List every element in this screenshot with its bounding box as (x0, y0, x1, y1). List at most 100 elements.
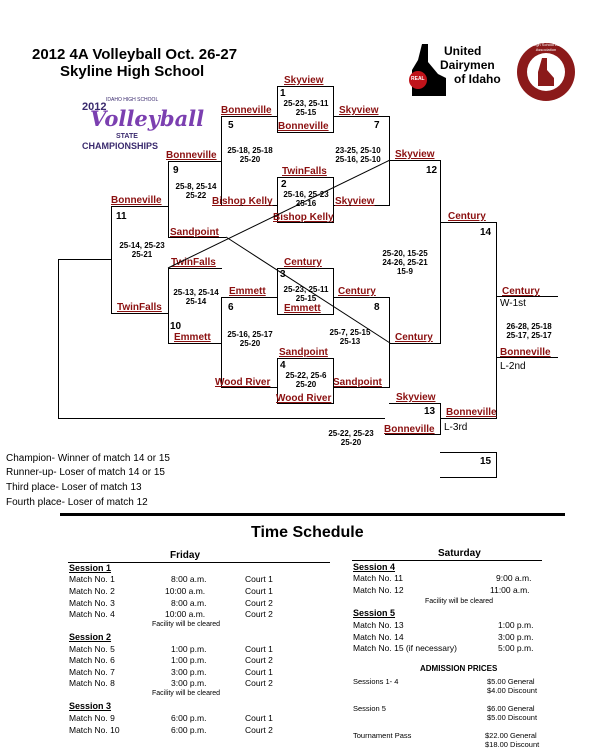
bracket-line (277, 268, 334, 269)
bracket-m4-score_a: 25-22, 25-6 (285, 371, 327, 380)
m7-team-bottom: Skyview (335, 196, 375, 207)
bracket-line (333, 116, 390, 117)
bracket-cross-lines (167, 159, 391, 344)
bracket-m13-num: 13 (424, 406, 436, 417)
bracket-m12-top: Skyview (395, 149, 435, 160)
bracket-line (221, 297, 222, 388)
bracket-m14-bottom: Bonneville (446, 407, 497, 418)
schedule-friday-sessions-0-rows-0-court: Court 1 (245, 574, 273, 584)
bracket-line (496, 452, 497, 478)
bracket-m13-bottom: Bonneville (384, 424, 435, 435)
bracket-line (333, 86, 334, 133)
schedule-friday-sessions-0-rows-3-match: Match No. 4 (69, 609, 115, 619)
bracket-m6-score_b: 25-20 (239, 339, 261, 348)
bracket-m3-num: 3 (280, 269, 286, 280)
bracket-m12-bottom: Century (395, 332, 433, 343)
bracket-line (333, 177, 334, 223)
bracket-line (333, 297, 390, 298)
schedule-saturday-session4-name: Session 4 (353, 562, 396, 572)
schedule-saturday-session5-rows-0-time: 1:00 p.m. (498, 620, 534, 630)
bracket-m13-top: Skyview (396, 392, 436, 403)
schedule-friday-sessions-2-rows-0-match: Match No. 9 (69, 713, 115, 723)
logos-state_logo-line2: CHAMPIONSHIPS (82, 141, 159, 151)
schedule-friday-sessions-2-rows-1-time: 6:00 p.m. (171, 725, 207, 735)
bracket-m5-bottom: Bishop Kelly (212, 196, 273, 207)
bracket-m6-score_a: 25-16, 25-17 (227, 330, 273, 339)
schedule-friday-sessions-0-rows-3-time: 10:00 a.m. (165, 609, 206, 619)
schedule-saturday-session5-rows-2-match: Match No. 15 (if necessary) (353, 643, 457, 653)
bracket-line (168, 161, 169, 238)
bracket-line (168, 161, 222, 162)
logos-dairy-line3: of Idaho (454, 72, 501, 86)
bracket-m14-score_b: 25-17, 25-17 (506, 331, 552, 340)
bracket-m7-score_a: 23-25, 25-10 (335, 146, 381, 155)
schedule-friday-sessions-0-rows-3-court: Court 2 (245, 609, 273, 619)
bracket-line (496, 357, 558, 358)
bracket-m14-num: 14 (480, 227, 492, 238)
bracket-m3-bottom: Emmett (284, 303, 321, 314)
bracket-m7-score_b: 25-16, 25-10 (335, 155, 381, 164)
bracket-m7-top: Skyview (339, 105, 379, 116)
logos-dairy-line2: Dairymen (440, 58, 495, 72)
bracket-m5-score_a: 25-18, 25-18 (227, 146, 273, 155)
bracket-m8-top: Century (338, 286, 376, 297)
schedule-saturday-admission-rows-2-price2: $18.00 Discount (485, 740, 540, 749)
bracket-m3-score_b: 25-15 (295, 294, 317, 303)
bracket-m11-score_a: 25-14, 25-23 (119, 241, 165, 250)
schedule-saturday-session4-note: Facility will be cleared (425, 598, 494, 605)
bracket-m9-num: 9 (173, 165, 179, 176)
bracket-line (168, 268, 169, 344)
schedule-saturday-session5-rows-1-match: Match No. 14 (353, 632, 404, 642)
schedule-friday-sessions-0-note: Facility will be cleared (152, 621, 221, 628)
bracket-m11-bottom: TwinFalls (117, 302, 162, 313)
saturday-label: Saturday (438, 548, 481, 559)
bracket-m15-num: 15 (480, 456, 492, 467)
bracket-line (389, 403, 441, 404)
bracket-m1-score_a: 25-23, 25-11 (283, 99, 329, 108)
bracket-line (385, 434, 441, 435)
schedule-friday-sessions-1-rows-0-court: Court 1 (245, 644, 273, 654)
schedule-saturday-session4-rows-1-match: Match No. 12 (353, 585, 404, 595)
bracket-line (440, 452, 497, 453)
bracket-line (111, 313, 169, 314)
placement-third: Third place- Loser of match 13 (6, 482, 142, 493)
schedule-saturday-session5-rows-1-time: 3:00 p.m. (498, 632, 534, 642)
bracket-line (277, 222, 334, 223)
schedule-friday-sessions-0-name: Session 1 (69, 563, 112, 573)
schedule-friday-sessions-1-rows-3-time: 3:00 p.m. (171, 678, 207, 688)
logos-dairy-line1: United (444, 44, 482, 58)
m1-team-bottom: Bonneville (278, 121, 329, 132)
bracket-line (221, 205, 278, 206)
idaho-map-icon (409, 44, 446, 96)
bracket-m9-score_b: 25-22 (185, 191, 207, 200)
bracket-line (277, 358, 278, 404)
schedule-friday-sessions-2-rows-0-time: 6:00 p.m. (171, 713, 207, 723)
page-subtitle: Skyline High School (60, 63, 205, 80)
schedule-friday-sessions-1-rows-2-time: 3:00 p.m. (171, 667, 207, 677)
bracket-m3-score_a: 25-23, 25-11 (283, 285, 329, 294)
schedule-saturday-admission-rows-0-price1: $5.00 General (487, 677, 535, 686)
schedule-friday-sessions-0-rows-2-time: 8:00 a.m. (171, 598, 207, 608)
bracket-m8-num: 8 (374, 302, 380, 313)
bracket-m5-num: 5 (228, 120, 234, 131)
bracket-line (277, 268, 278, 315)
schedule-friday-sessions-1-rows-1-court: Court 2 (245, 655, 273, 665)
bracket-m3-top: Century (284, 257, 322, 268)
ihsaa-seal: Idaho High School Activities Association (516, 42, 576, 102)
bracket-final-third: L-3rd (444, 422, 468, 433)
bracket-m12-num: 12 (426, 165, 438, 176)
schedule-friday-sessions-2-rows-0-court: Court 1 (245, 713, 273, 723)
bracket-m9-bottom: Sandpoint (170, 227, 219, 238)
placement-fourth: Fourth place- Loser of match 12 (6, 497, 148, 508)
bracket-line (58, 259, 59, 419)
bracket-line (221, 297, 278, 298)
logos-state_logo-line1: STATE (116, 133, 138, 140)
bracket-final-top_result: W-1st (500, 298, 526, 309)
bracket-line (277, 177, 278, 223)
bracket-line (440, 222, 497, 223)
schedule-saturday-session5-rows-2-time: 5:00 p.m. (498, 643, 534, 653)
bracket-m8-score_a: 25-7, 25-15 (329, 328, 371, 337)
schedule-saturday-session5-rows-0-match: Match No. 13 (353, 620, 404, 630)
schedule-saturday-session4-rows-0-match: Match No. 11 (353, 573, 403, 583)
bracket-line (389, 116, 390, 206)
